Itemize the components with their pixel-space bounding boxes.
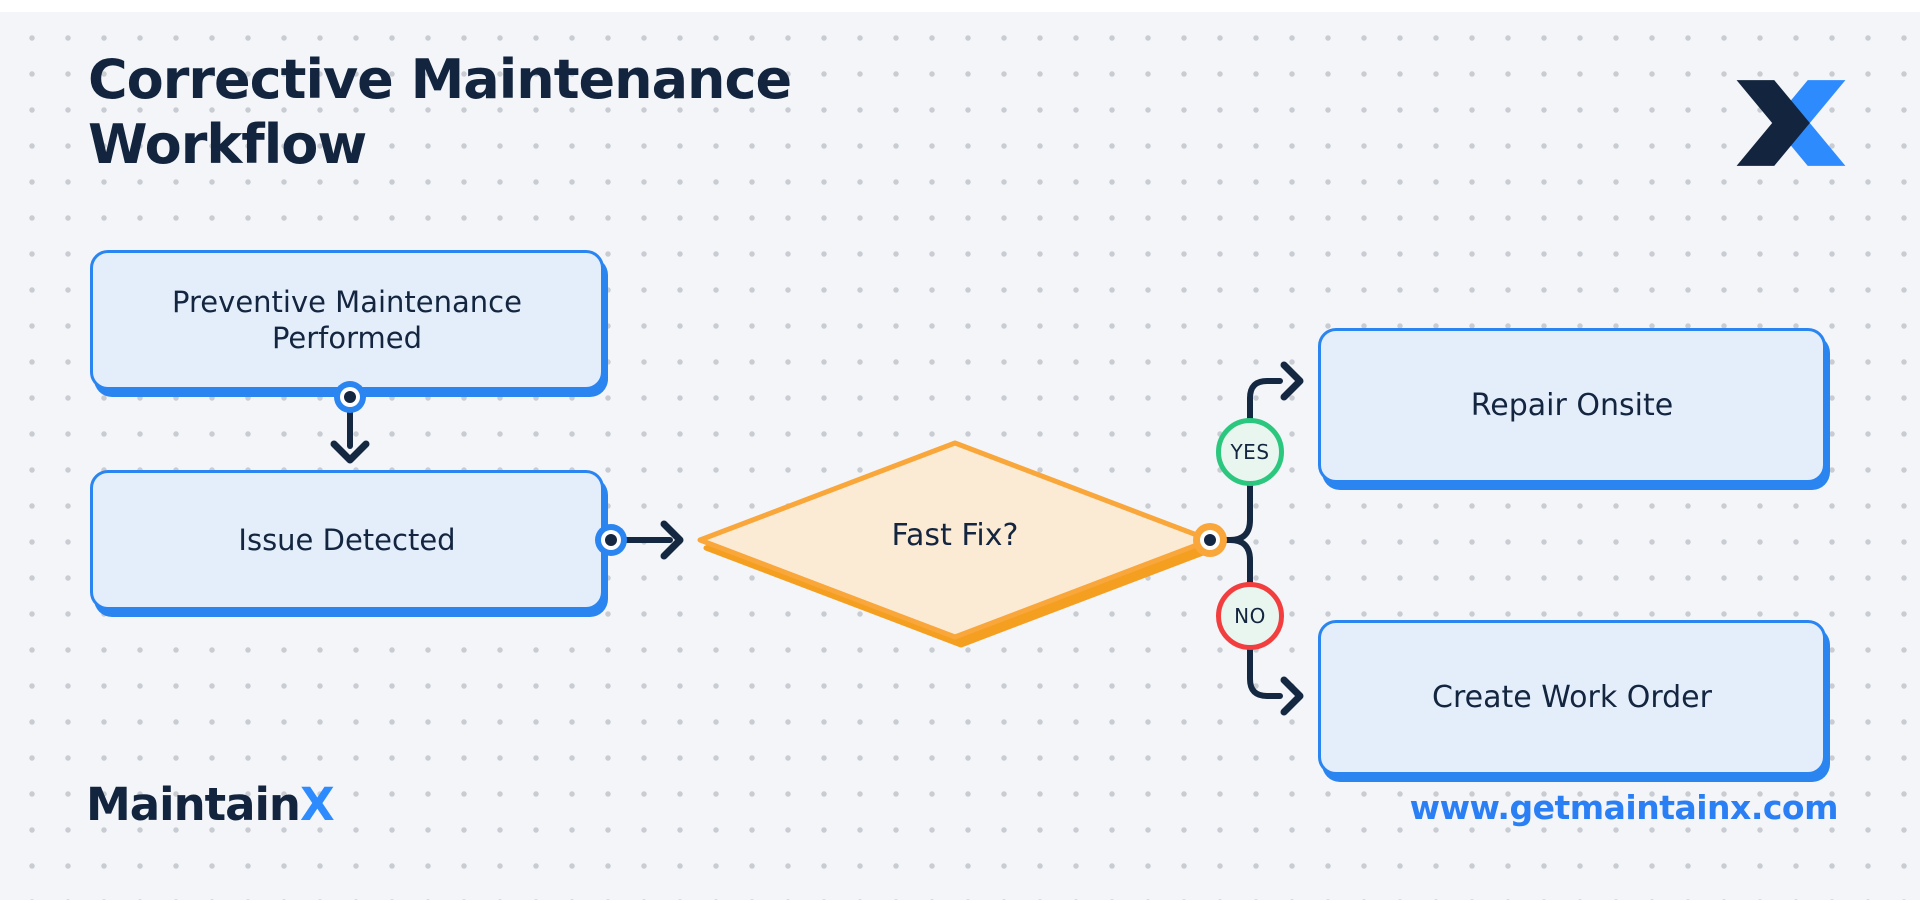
node-issue-label: Issue Detected [238,522,456,557]
maintainx-wordmark: MaintainX [86,778,335,831]
badge-yes-label: YES [1230,440,1270,464]
page-title: Corrective Maintenance Workflow [88,48,792,178]
page-title-line1: Corrective Maintenance [88,48,792,111]
node-workorder-label: Create Work Order [1432,679,1712,715]
node-issue-detected: Issue Detected [90,470,604,610]
branch-badge-no: NO [1216,582,1284,650]
node-repair-label: Repair Onsite [1470,387,1674,423]
node-repair-onsite: Repair Onsite [1318,328,1826,483]
x-logo-navy-chevron [1736,80,1810,166]
wordmark-maintain: Maintain [86,778,301,831]
page-title-line2: Workflow [88,112,367,176]
decision-label: Fast Fix? [891,518,1019,553]
wordmark-x: X [299,778,335,831]
node-preventive-maintenance: Preventive Maintenance Performed [90,250,604,390]
top-white-strip [0,0,1920,12]
badge-no-label: NO [1234,604,1266,628]
node-create-work-order: Create Work Order [1318,620,1826,775]
website-link[interactable]: www.getmaintainx.com [1409,788,1839,827]
node-preventive-label: Preventive Maintenance Performed [172,284,522,355]
branch-badge-yes: YES [1216,418,1284,486]
maintainx-x-logo-icon [1736,80,1846,166]
